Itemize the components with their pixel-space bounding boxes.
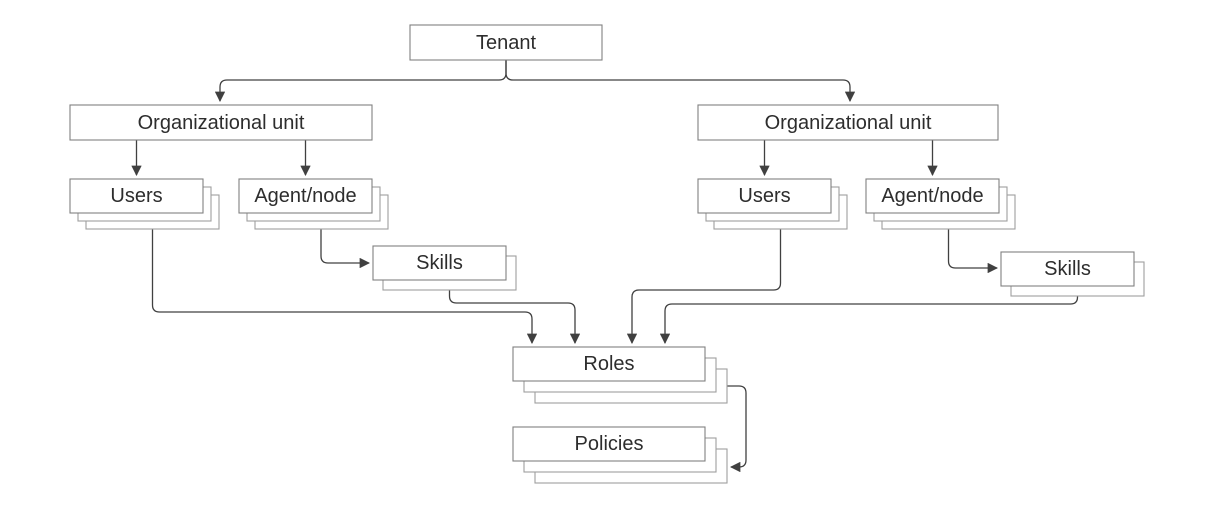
edges-layer bbox=[131, 60, 1079, 473]
node-users-right: Users bbox=[697, 178, 848, 230]
node-organizational-unit-left: Organizational unit bbox=[69, 104, 373, 141]
roles-box bbox=[512, 346, 706, 382]
ou-right-box bbox=[697, 104, 999, 141]
edge-skills-right-to-roles bbox=[659, 296, 1079, 345]
skills-left-label: Skills bbox=[416, 252, 463, 274]
agent-left-label: Agent/node bbox=[254, 185, 356, 207]
users-left-label: Users bbox=[110, 185, 162, 207]
edge-tenant-to-ou-right bbox=[505, 60, 856, 103]
users-right-box bbox=[697, 178, 832, 214]
node-agent-node-left: Agent/node bbox=[238, 178, 389, 230]
edge-agent-left-to-skills-left bbox=[320, 229, 371, 269]
edge-tenant-to-ou-left bbox=[214, 60, 507, 103]
ou-left-box bbox=[69, 104, 373, 141]
node-roles: Roles bbox=[512, 346, 728, 404]
edge-agent-right-to-skills-right bbox=[947, 229, 999, 274]
edge-roles-to-policies bbox=[727, 385, 747, 473]
nodes-layer: Tenant Organizational unit Organizationa… bbox=[69, 24, 1145, 484]
agent-right-box bbox=[865, 178, 1000, 214]
skills-left-box bbox=[372, 245, 507, 281]
ou-right-label: Organizational unit bbox=[765, 112, 932, 134]
roles-label: Roles bbox=[583, 353, 634, 375]
edge-users-left-to-roles bbox=[151, 229, 538, 345]
users-right-label: Users bbox=[738, 185, 790, 207]
node-skills-right: Skills bbox=[1000, 251, 1145, 297]
tenant-box bbox=[409, 24, 603, 61]
node-users-left: Users bbox=[69, 178, 220, 230]
ou-left-label: Organizational unit bbox=[138, 112, 305, 134]
node-agent-node-right: Agent/node bbox=[865, 178, 1016, 230]
node-tenant: Tenant bbox=[409, 24, 603, 61]
policies-box bbox=[512, 426, 706, 462]
node-policies: Policies bbox=[512, 426, 728, 484]
node-skills-left: Skills bbox=[372, 245, 517, 291]
edge-skills-left-to-roles bbox=[448, 290, 581, 345]
policies-label: Policies bbox=[575, 433, 644, 455]
edge-users-right-to-roles bbox=[626, 229, 782, 345]
users-left-box bbox=[69, 178, 204, 214]
skills-right-label: Skills bbox=[1044, 258, 1091, 280]
tenant-label: Tenant bbox=[476, 32, 536, 54]
agent-right-label: Agent/node bbox=[881, 185, 983, 207]
skills-right-box bbox=[1000, 251, 1135, 287]
agent-left-box bbox=[238, 178, 373, 214]
node-organizational-unit-right: Organizational unit bbox=[697, 104, 999, 141]
